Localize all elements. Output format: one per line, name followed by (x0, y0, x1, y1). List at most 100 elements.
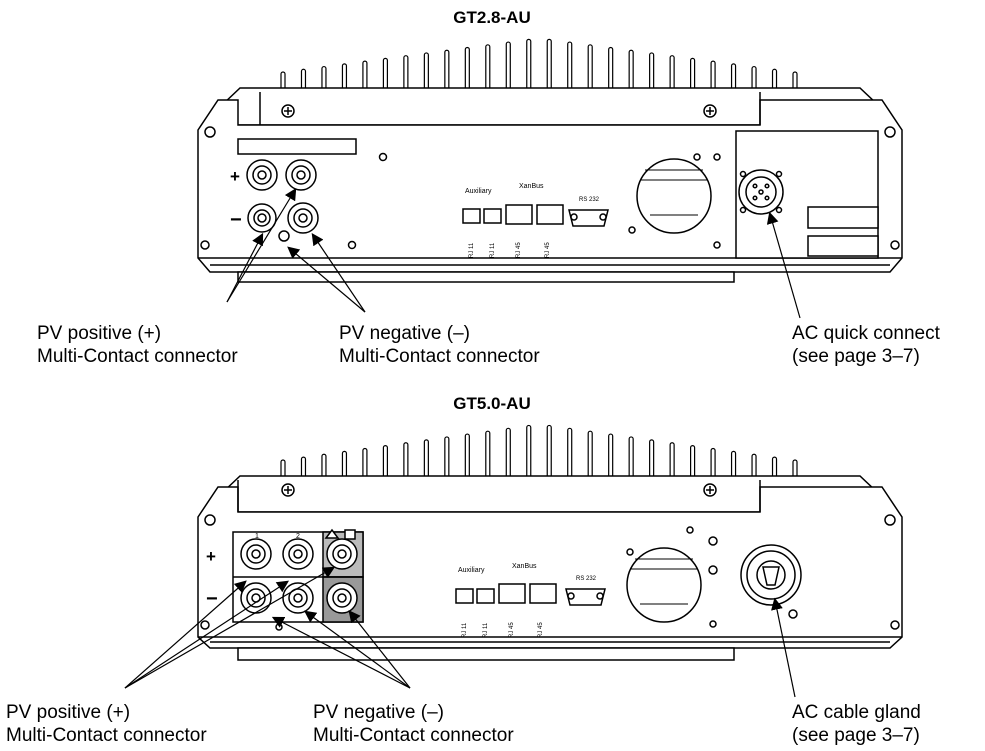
unit1-comm-ports (462, 204, 609, 227)
heatsink-fin (669, 55, 675, 91)
heatsink-fin (423, 439, 429, 479)
heatsink-fin (771, 456, 778, 479)
callout-line: PV positive (+) (37, 323, 162, 344)
heatsink-fin (464, 46, 470, 91)
heatsink-fin (710, 60, 716, 91)
heatsink-fin (649, 439, 655, 479)
heatsink-fin (546, 38, 552, 91)
heatsink-fin (321, 453, 327, 479)
unit1-port-label: RJ 45 (516, 242, 522, 258)
heatsink-fin (628, 436, 634, 479)
heatsink-fin (403, 442, 409, 479)
unit1-plus-label: + (230, 167, 240, 186)
unit2-comm-ports (455, 583, 606, 606)
unit1-port-label: RJ 11 (469, 242, 475, 258)
heatsink-fin (608, 433, 614, 479)
heatsink-fin (608, 46, 614, 91)
unit1-chassis (197, 87, 903, 283)
unit1-minus-label: − (230, 209, 242, 231)
heatsink-fin (485, 44, 491, 91)
unit1-title: GT2.8-AU (453, 8, 531, 27)
unit2-xanbus-label: XanBus (512, 563, 537, 570)
callout-line: PV positive (+) (6, 702, 131, 723)
heatsink-fin (669, 442, 675, 479)
unit2-port-label: RJ 45 (509, 622, 515, 638)
heatsink-fin (751, 453, 757, 479)
heatsink-fin (689, 445, 696, 479)
unit1-port-label: RJ 45 (545, 242, 551, 258)
callout-line: Multi-Contact connector (6, 725, 207, 746)
heatsink-fin (403, 55, 409, 91)
heatsink-fin (751, 65, 757, 91)
heatsink-fin (444, 436, 450, 479)
callout-line: Multi-Contact connector (313, 725, 514, 746)
callout-line: Multi-Contact connector (37, 346, 238, 367)
heatsink-fin (362, 60, 368, 91)
unit2-minus-label: − (206, 588, 218, 610)
unit2-auxiliary-label: Auxiliary (458, 567, 485, 574)
heatsink-fin (628, 49, 634, 91)
unit2-string1-label: 1 (255, 533, 259, 540)
unit2-ac-callout: AC cable gland (see page 3–7) (792, 701, 921, 747)
heatsink-fin (771, 68, 778, 91)
heatsink-fin (526, 424, 532, 479)
unit2-heatsink-fins (280, 424, 798, 479)
callout-line: AC cable gland (792, 702, 921, 723)
callout-line: Multi-Contact connector (339, 346, 540, 367)
heatsink-fin (423, 52, 429, 91)
unit2-rs232-label: RS 232 (576, 576, 597, 582)
unit1-callout-lines (226, 187, 801, 319)
unit2-title: GT5.0-AU (453, 394, 531, 413)
unit2-pv-negative-callout: PV negative (–) Multi-Contact connector (313, 701, 514, 747)
heatsink-fin (505, 41, 511, 91)
heatsink-fin (587, 430, 593, 479)
heatsink-fin (649, 52, 655, 91)
unit1-auxiliary-label: Auxiliary (465, 188, 492, 195)
callout-line: AC quick connect (792, 323, 940, 344)
heatsink-fin (382, 445, 388, 479)
heatsink-fin (730, 450, 737, 479)
heatsink-fin (505, 427, 511, 479)
unit1-xanbus-label: XanBus (519, 183, 544, 190)
callout-line: PV negative (–) (339, 323, 470, 344)
callout-line: PV negative (–) (313, 702, 444, 723)
unit1-pv-positive-connectors (246, 159, 317, 191)
unit1-ac-callout: AC quick connect (see page 3–7) (792, 322, 940, 368)
heatsink-fin (300, 456, 307, 479)
heatsink-fin (485, 430, 491, 479)
unit2-pv-positive-callout: PV positive (+) Multi-Contact connector (6, 701, 207, 747)
heatsink-fin (730, 63, 737, 91)
unit2-port-label: RJ 45 (538, 622, 544, 638)
unit1-pv-positive-callout: PV positive (+) Multi-Contact connector (37, 322, 238, 368)
unit1-pv-negative-callout: PV negative (–) Multi-Contact connector (339, 322, 540, 368)
unit1-port-label: RJ 11 (490, 242, 496, 258)
heatsink-fin (300, 68, 307, 91)
heatsink-fin (526, 38, 532, 91)
callout-line: (see page 3–7) (792, 346, 920, 367)
heatsink-fin (689, 57, 696, 91)
unit2-pv-connector-block (232, 528, 364, 623)
unit2-plus-label: + (206, 547, 216, 566)
unit1-rs232-label: RS 232 (579, 197, 600, 203)
heatsink-fin (321, 65, 327, 91)
unit1-pv-negative-connectors (247, 202, 319, 242)
unit2-string2-label: 2 (296, 533, 300, 540)
unit2-callout-lines (124, 566, 796, 698)
heatsink-fin (341, 63, 348, 91)
heatsink-fin (382, 57, 388, 91)
heatsink-fin (567, 41, 573, 91)
unit2-ac-cable-gland (740, 544, 802, 606)
heatsink-fin (341, 450, 348, 479)
heatsink-fin (587, 44, 593, 91)
heatsink-fin (567, 427, 573, 479)
heatsink-fin (464, 433, 470, 479)
heatsink-fin (710, 447, 716, 479)
unit2-port-label: RJ 11 (462, 622, 468, 638)
heatsink-fin (362, 447, 368, 479)
unit1-heatsink-fins (280, 38, 798, 91)
heatsink-fin (546, 424, 552, 479)
callout-line: (see page 3–7) (792, 725, 920, 746)
unit2-port-label: RJ 11 (483, 622, 489, 638)
heatsink-fin (444, 49, 450, 91)
